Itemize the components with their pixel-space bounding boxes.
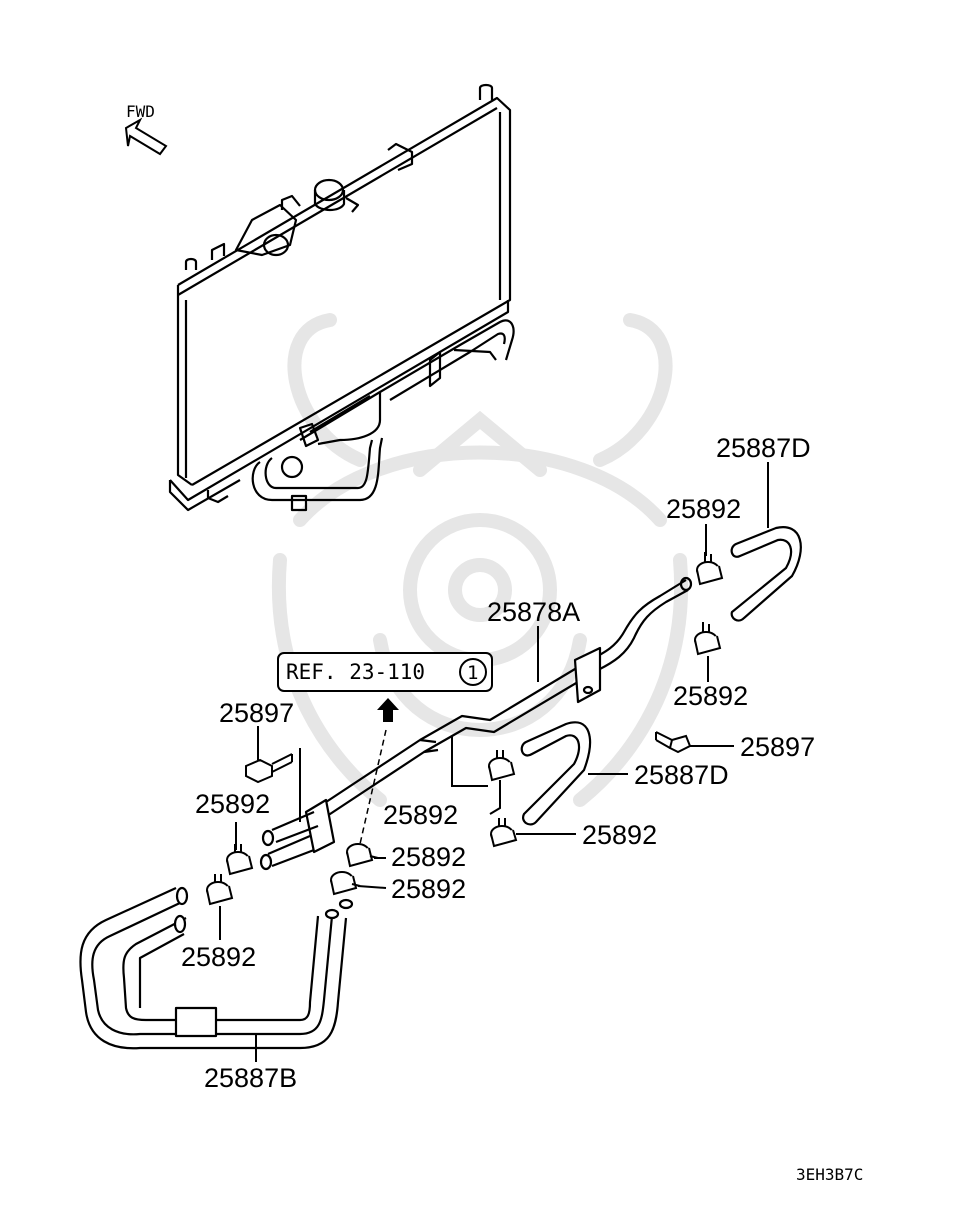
label-25892-center-2: 25892 [391,842,466,872]
clamp-upper-2 [694,622,722,656]
reference-text: REF. 23-110 [286,660,425,684]
clamp-lower-right [490,818,518,848]
clamp-left-2 [206,874,234,906]
reference-box: REF. 23-110 1 [277,652,493,692]
label-25878a: 25878A [487,597,580,627]
reference-circled-number: 1 [467,662,478,684]
label-25892-upper-2: 25892 [673,681,748,711]
clamp-center-2 [346,843,379,868]
hose-25887b [79,886,354,1050]
fwd-arrow-icon [124,117,168,156]
up-arrow-icon [377,698,399,722]
pipe-25878a [259,576,693,871]
radiator [168,83,515,512]
clamp-center-3 [330,871,361,896]
label-25892-upper-1: 25892 [666,494,741,524]
bolt-left [245,753,293,784]
label-25887d-lower: 25887D [634,760,729,790]
clamp-center-1 [488,750,516,782]
label-25897-right: 25897 [740,732,815,762]
hose-25887d-upper [730,526,802,622]
label-25897-left: 25897 [219,698,294,728]
label-25892-left-1: 25892 [195,789,270,819]
label-25892-center-1: 25892 [383,800,458,830]
samurai-helmet-watermark-icon [271,313,689,807]
fwd-label: FWD [126,102,155,121]
bolt-right [655,731,692,754]
clamp-upper-1 [696,552,724,586]
drawing-code: 3EH3B7C [796,1165,863,1184]
label-25892-lower-right: 25892 [582,820,657,850]
hose-25887d-lower [520,721,592,826]
label-25892-left-2: 25892 [181,942,256,972]
leader-lines [219,462,769,1062]
label-25887b: 25887B [204,1063,297,1093]
label-25892-center-3: 25892 [391,874,466,904]
label-25887d-upper: 25887D [716,433,811,463]
clamp-left-1 [226,844,254,876]
